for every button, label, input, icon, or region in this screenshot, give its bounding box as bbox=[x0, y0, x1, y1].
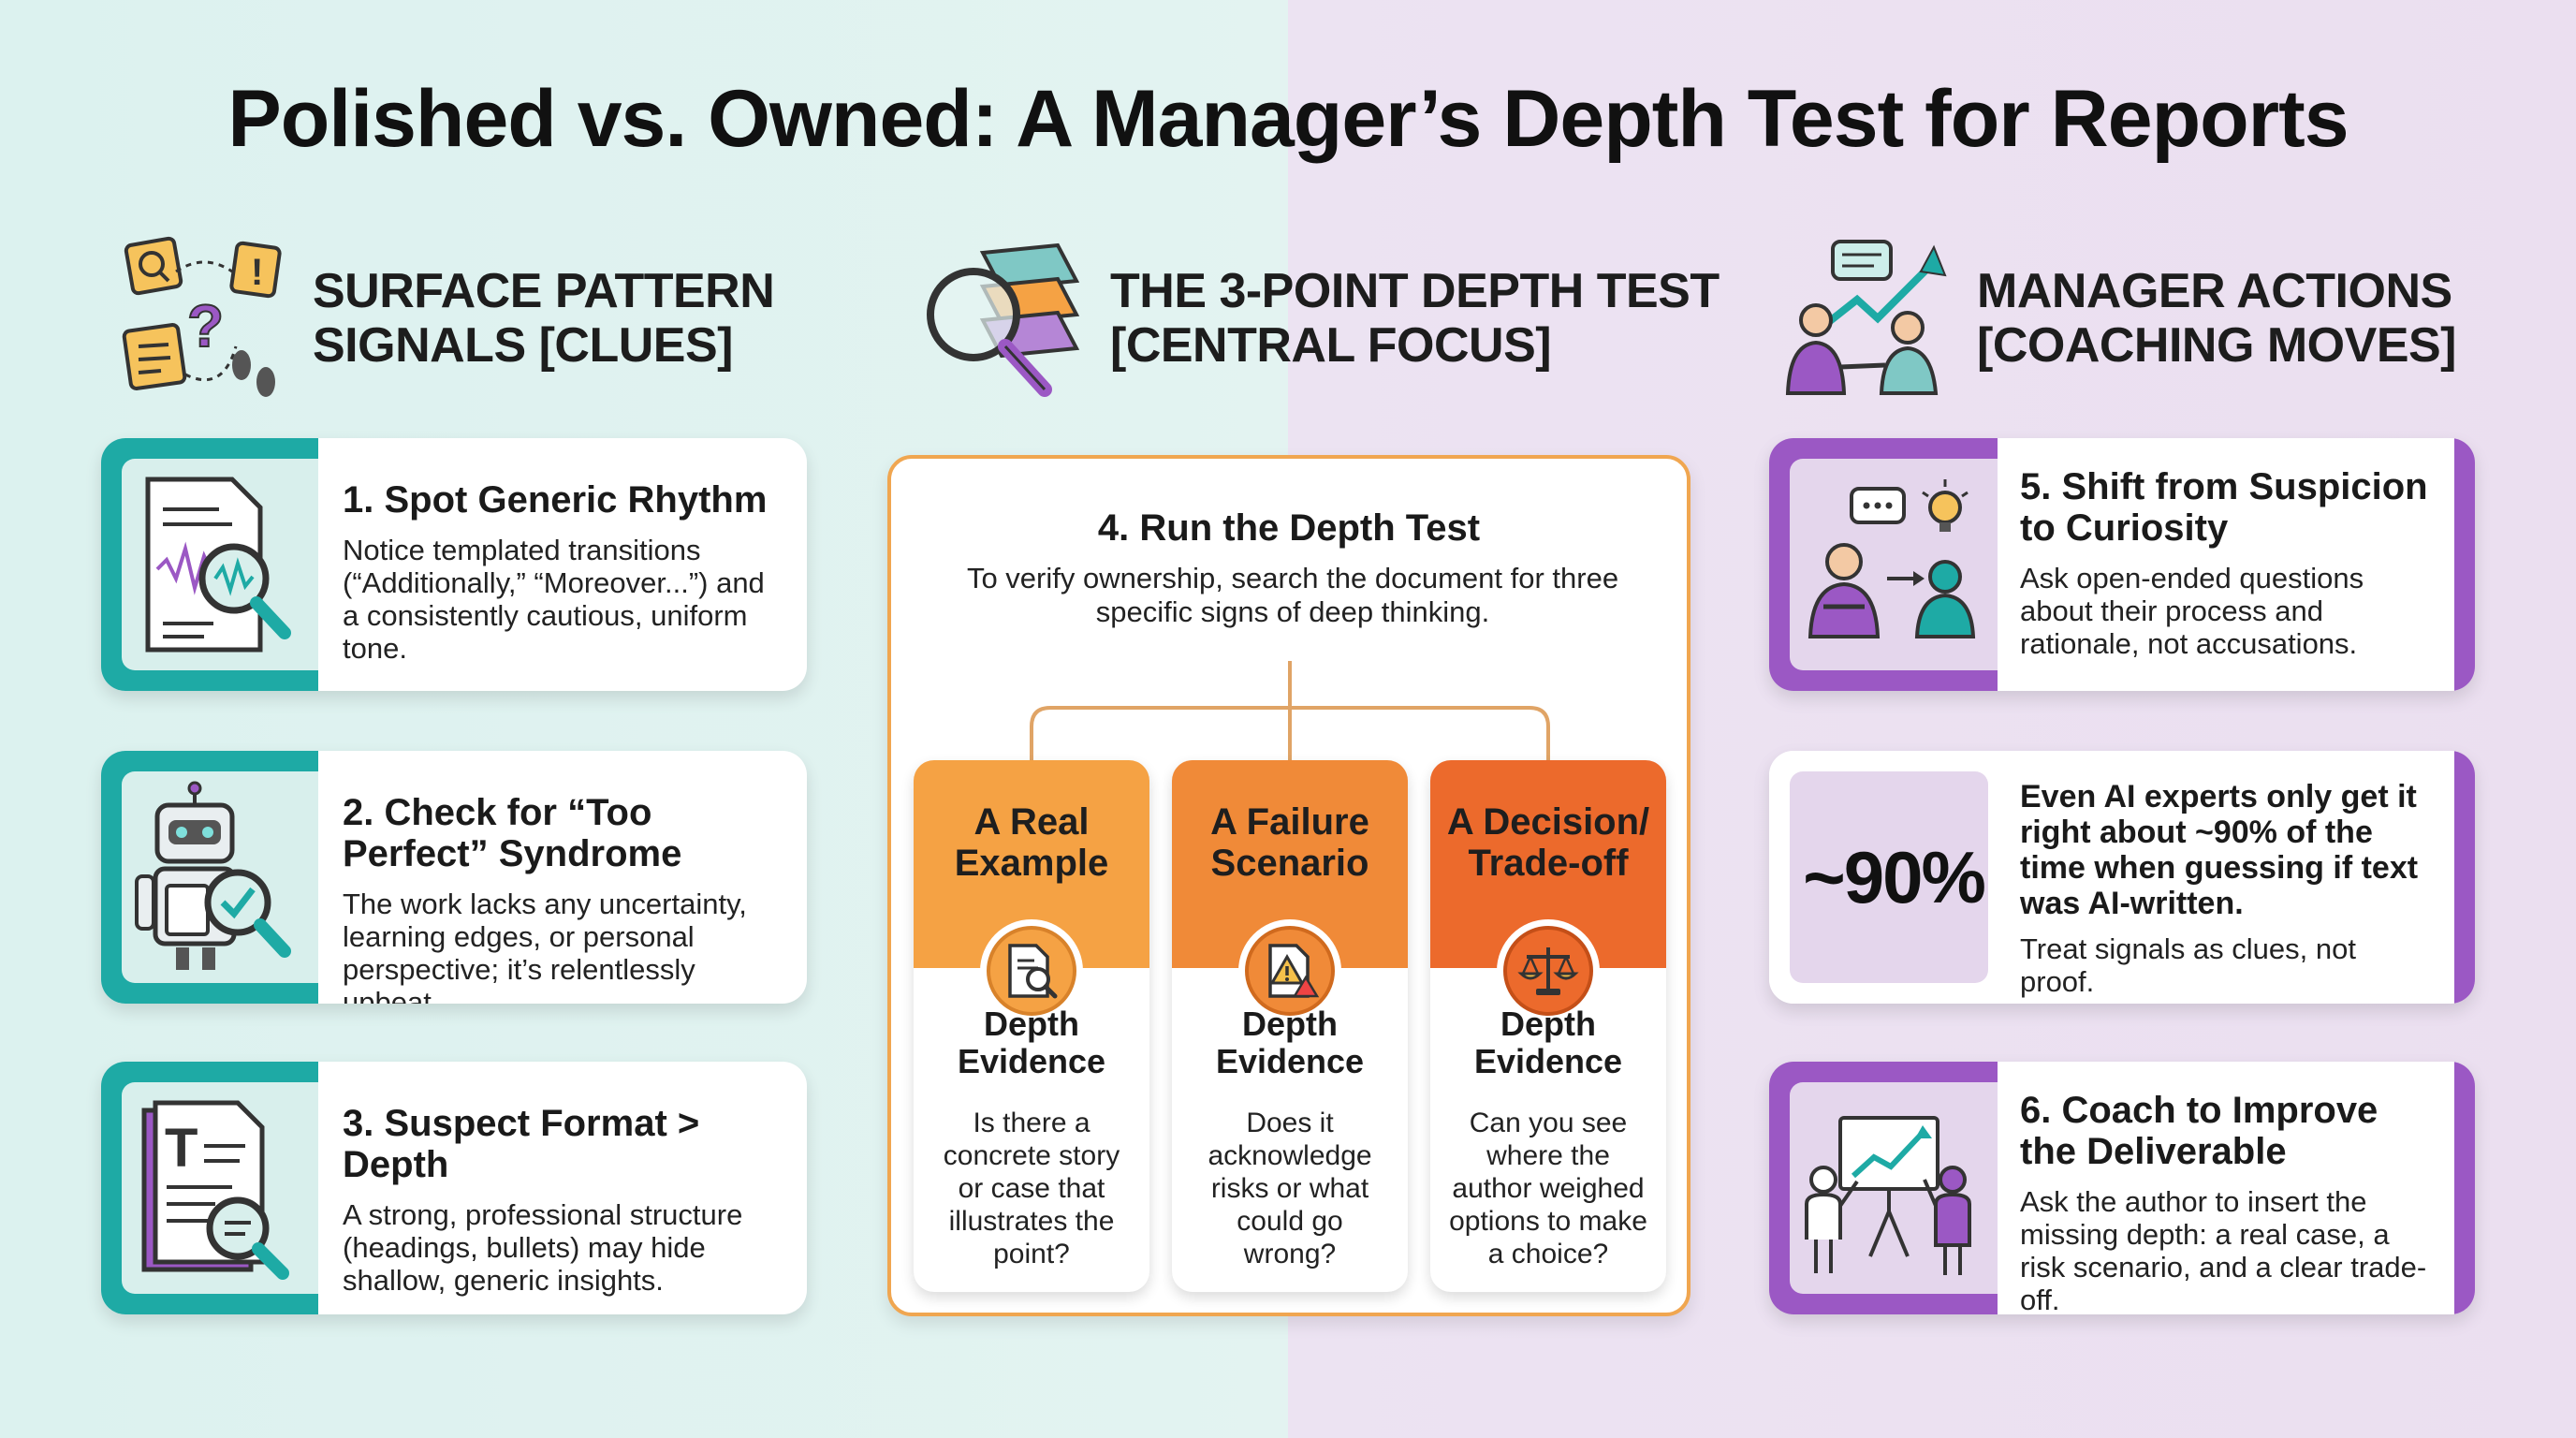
presentation-coaching-icon bbox=[1805, 1116, 1971, 1275]
center-heading-line-1: THE 3-POINT DEPTH TEST bbox=[1110, 264, 1720, 318]
layers-magnifier-icon bbox=[927, 242, 1080, 397]
right-heading-line-2: [COACHING MOVES] bbox=[1977, 318, 2457, 373]
left-heading-line-1: SURFACE PATTERN bbox=[313, 264, 775, 318]
document-search-icon bbox=[1008, 944, 1058, 999]
left-column-heading: ! ? SURFACE PATTERN SIGNALS [CLUES] bbox=[120, 234, 775, 403]
card-title: 2. Check for “Too Perfect” Syndrome bbox=[343, 792, 682, 874]
card-title: 6. Coach to Improve the Deliverable bbox=[2020, 1090, 2378, 1172]
card-description: A strong, professional structure (headin… bbox=[343, 1198, 743, 1297]
formatted-document-search-icon: T bbox=[141, 1100, 289, 1280]
card-title: 5. Shift from Suspicion to Curiosity bbox=[2020, 466, 2428, 549]
coaching-growth-icon bbox=[1785, 240, 1947, 395]
test-card-real-example: A Real Example Depth Evidence Is there a… bbox=[914, 760, 1149, 1292]
card-title: 3. Suspect Format > Depth bbox=[343, 1103, 700, 1185]
test-title: A Decision/ Trade-off bbox=[1446, 801, 1650, 884]
test-question: Is there a concrete story or case that i… bbox=[943, 1108, 1120, 1269]
page-title: Polished vs. Owned: A Manager’s Depth Te… bbox=[227, 74, 2349, 164]
left-heading-line-2: SIGNALS [CLUES] bbox=[313, 318, 733, 373]
action-card-coach-improve: 6. Coach to Improve the Deliverable Ask … bbox=[1769, 1062, 2475, 1314]
signal-card-generic-rhythm: 1. Spot Generic Rhythm Notice templated … bbox=[101, 438, 807, 691]
test-title: A Failure Scenario bbox=[1210, 801, 1369, 884]
document-waveform-search-icon bbox=[145, 477, 291, 653]
right-column-heading: MANAGER ACTIONS [COACHING MOVES] bbox=[1784, 234, 2457, 403]
stat-statement: Even AI experts only get it right about … bbox=[2020, 779, 2419, 921]
signal-card-too-perfect: 2. Check for “Too Perfect” Syndrome The … bbox=[101, 751, 807, 1004]
test-question: Does it acknowledge risks or what could … bbox=[1208, 1108, 1372, 1269]
test-card-failure-scenario: A Failure Scenario Depth Evidence Does i… bbox=[1172, 760, 1408, 1292]
svg-text:T: T bbox=[165, 1118, 198, 1179]
action-card-ai-detection-stat: ~90% Even AI experts only get it right a… bbox=[1769, 751, 2475, 1004]
card-title: 1. Spot Generic Rhythm bbox=[343, 479, 768, 521]
svg-text:!: ! bbox=[251, 252, 263, 293]
action-card-curiosity: 5. Shift from Suspicion to Curiosity Ask… bbox=[1769, 438, 2475, 691]
depth-evidence-label: Depth Evidence bbox=[957, 1005, 1106, 1080]
center-column-heading: THE 3-POINT DEPTH TEST [CENTRAL FOCUS] bbox=[917, 234, 1720, 403]
test-card-decision-tradeoff: A Decision/ Trade-off Depth Evidence Can… bbox=[1430, 760, 1666, 1292]
card-description: Ask the author to insert the missing dep… bbox=[2020, 1185, 2427, 1314]
center-heading-line-2: [CENTRAL FOCUS] bbox=[1110, 318, 1552, 373]
depth-evidence-label: Depth Evidence bbox=[1215, 1005, 1365, 1080]
curiosity-conversation-icon bbox=[1808, 479, 1976, 638]
test-question: Can you see where the author weighed opt… bbox=[1449, 1108, 1647, 1269]
test-title: A Real Example bbox=[954, 801, 1109, 884]
scales-icon bbox=[1517, 947, 1579, 995]
depth-evidence-label: Depth Evidence bbox=[1473, 1005, 1623, 1080]
robot-search-icon bbox=[135, 781, 291, 970]
clues-icon: ! ? bbox=[122, 236, 282, 397]
right-heading-line-1: MANAGER ACTIONS bbox=[1977, 264, 2452, 318]
card-description: Ask open-ended questions about their pro… bbox=[2020, 562, 2364, 660]
depth-test-panel: 4. Run the Depth Test To verify ownershi… bbox=[887, 455, 1690, 1316]
signal-card-format-depth: T 3. Suspect Format > Depth A strong, pr… bbox=[101, 1062, 807, 1314]
panel-title: 4. Run the Depth Test bbox=[1097, 507, 1481, 549]
panel-description: To verify ownership, search the document… bbox=[966, 562, 1619, 628]
warning-document-icon bbox=[1268, 944, 1320, 998]
card-description: The work lacks any uncertainty, learning… bbox=[343, 888, 747, 1004]
card-description: Notice templated transitions (“Additiona… bbox=[343, 534, 765, 665]
stat-note: Treat signals as clues, not proof. bbox=[2020, 932, 2356, 998]
svg-text:?: ? bbox=[187, 292, 224, 360]
stat-percentage: ~90% bbox=[1803, 835, 1986, 918]
